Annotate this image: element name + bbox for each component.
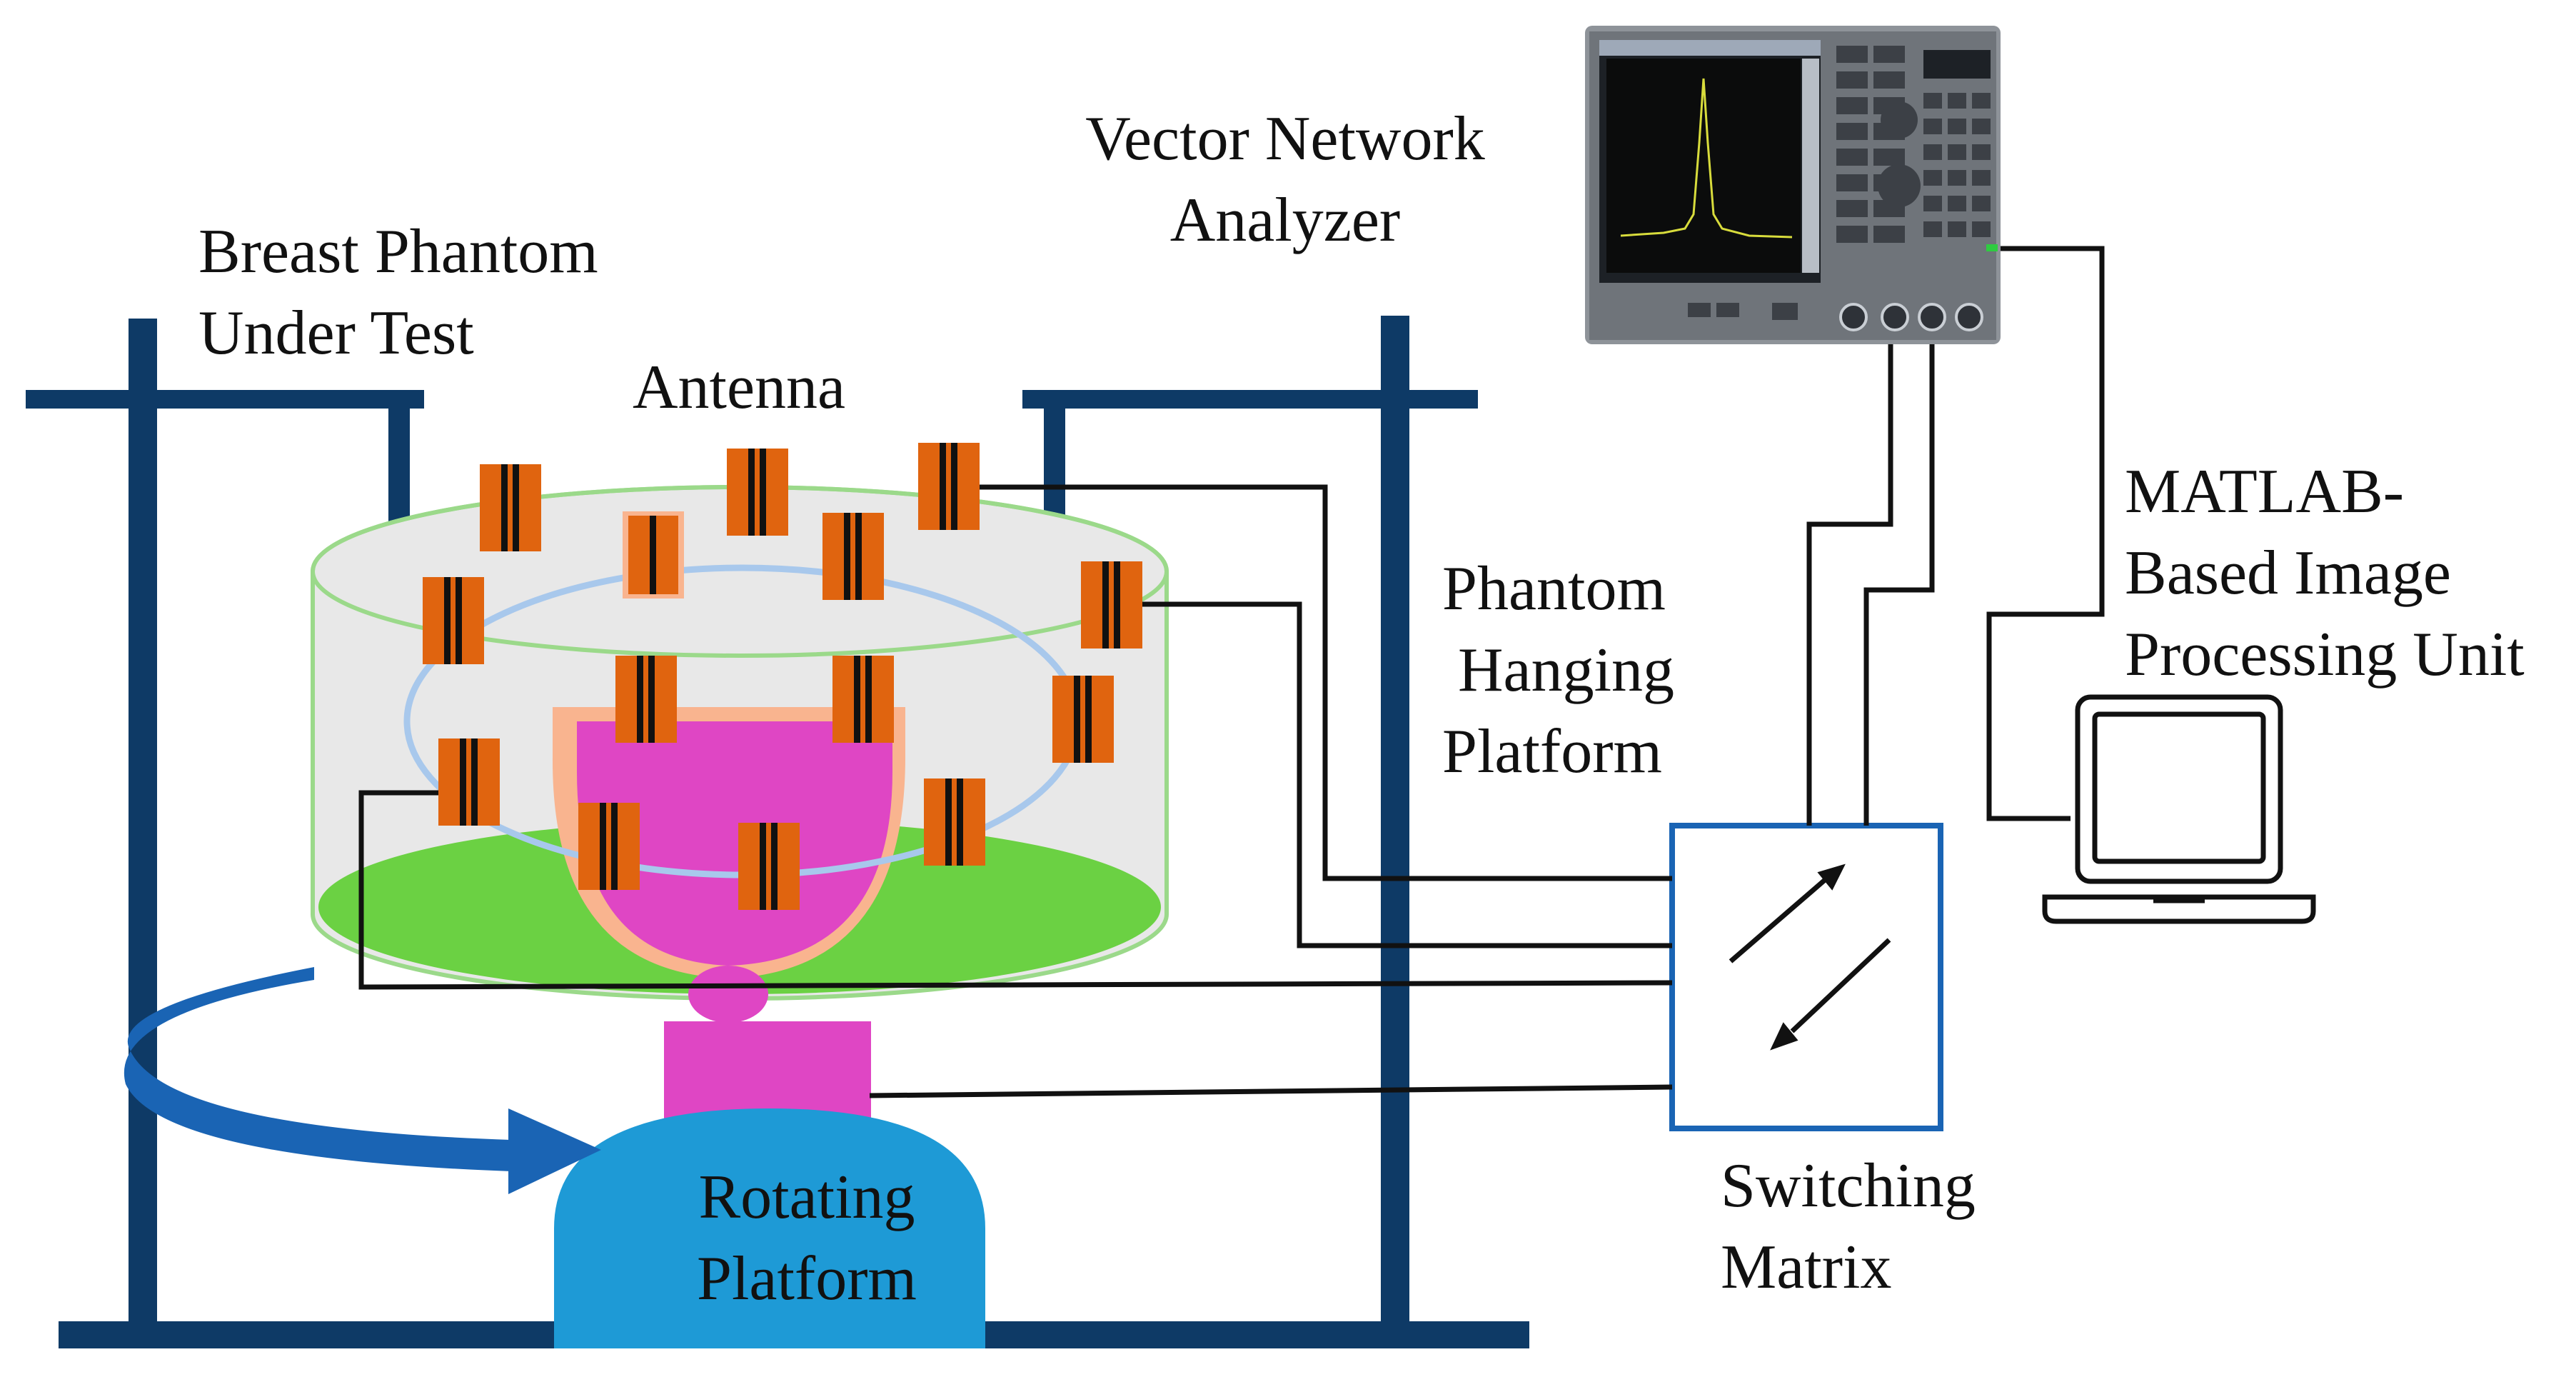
rotating-platform-label-line: Rotating	[698, 1163, 915, 1232]
vna-label-line: Vector Network	[1085, 104, 1485, 174]
breast-phantom-label-line: Breast Phantom	[198, 217, 598, 286]
rotating-platform-label-line: Platform	[697, 1244, 917, 1313]
antenna-element	[738, 823, 800, 910]
switching-matrix-label-line: Matrix	[1721, 1233, 1892, 1302]
vna-label-line: Analyzer	[1169, 186, 1401, 255]
breast-phantom-label: Breast Phantom Under Test	[198, 211, 598, 374]
antenna-element	[1081, 561, 1142, 649]
antenna-label-text: Antenna	[633, 353, 846, 422]
matlab-label-line: Based Image	[2125, 539, 2451, 608]
antenna-element	[832, 656, 894, 743]
rotation-arrow-icon	[124, 967, 601, 1194]
phantom-platform-label-line: Phantom	[1442, 554, 1666, 624]
antenna-element	[423, 577, 484, 664]
antenna-element	[924, 778, 985, 866]
vna-ports	[1839, 303, 1983, 331]
antenna-element	[918, 443, 980, 530]
right-stand-frame	[1022, 316, 1478, 1334]
antenna-label: Antenna	[633, 347, 845, 429]
antenna-element	[480, 464, 541, 551]
vector-network-analyzer-icon	[1585, 26, 2001, 344]
left-stand-frame	[26, 319, 424, 1334]
antenna-array	[423, 443, 1142, 910]
antenna-element	[623, 511, 684, 599]
antenna-element	[727, 449, 788, 536]
vna-label: Vector Network Analyzer	[1028, 99, 1542, 261]
switching-matrix-label-line: Switching	[1721, 1151, 1976, 1221]
switch-arrows-icon	[1729, 863, 1891, 1051]
breast-phantom-label-line: Under Test	[198, 299, 474, 368]
rotating-platform-label: Rotating Platform	[557, 1157, 1057, 1320]
antenna-element	[578, 803, 640, 890]
matlab-label: MATLAB- Based Image Processing Unit	[2125, 451, 2525, 696]
antenna-element	[438, 738, 500, 826]
matlab-label-line: MATLAB-	[2125, 457, 2405, 526]
antenna-element	[1052, 676, 1114, 763]
cables	[358, 246, 2105, 1098]
laptop-icon	[2042, 694, 2316, 924]
phantom-platform-label: Phantom Hanging Platform	[1442, 549, 1674, 793]
rotating-platform	[554, 1021, 985, 1348]
antenna-element	[615, 656, 677, 743]
phantom-platform-label-line: Hanging	[1442, 636, 1675, 705]
phantom-platform-label-line: Platform	[1442, 717, 1662, 786]
switching-matrix	[1669, 823, 1943, 1131]
antenna-element	[822, 513, 884, 600]
breast-phantom	[403, 564, 1082, 1023]
matlab-label-line: Processing Unit	[2125, 620, 2525, 689]
switching-matrix-label: Switching Matrix	[1721, 1146, 1976, 1308]
